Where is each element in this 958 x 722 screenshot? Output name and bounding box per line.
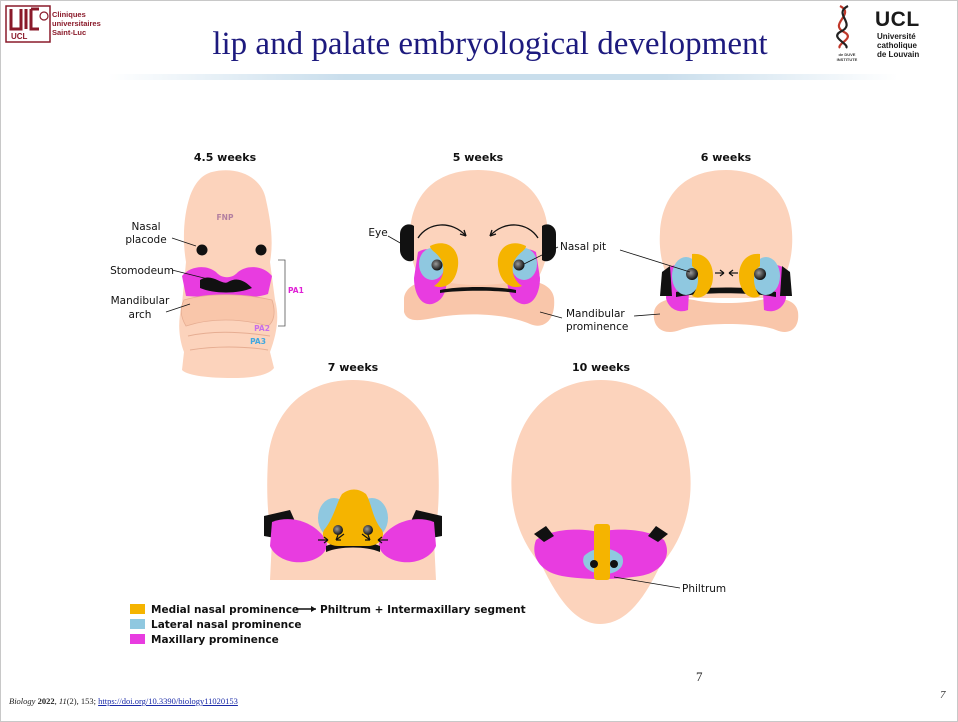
nostril-left-10w — [590, 560, 598, 568]
placode-label: placode — [125, 234, 166, 246]
legend-label-lateral: Lateral nasal prominence — [151, 619, 301, 631]
nasal-pit-right-7w — [363, 525, 373, 535]
nasal-placode-left — [197, 245, 208, 256]
head-10-weeks — [511, 380, 690, 624]
prominence-label: prominence — [566, 321, 628, 333]
philtrum-medial-10w — [594, 524, 610, 580]
legend-swatch-lateral — [130, 619, 145, 629]
legend-arrowhead — [311, 606, 316, 612]
pa1-label: PA1 — [288, 286, 304, 295]
pa3-label: PA3 — [250, 337, 266, 346]
stage-10-weeks: 10 weeks Philtrum — [511, 361, 726, 624]
legend-result: Philtrum + Intermaxillary segment — [320, 604, 526, 616]
arch-label: arch — [129, 309, 152, 321]
mandibular-label: Mandibular — [111, 295, 170, 307]
stage-label-7-weeks: 7 weeks — [328, 361, 379, 374]
stage-label-10-weeks: 10 weeks — [572, 361, 631, 374]
nostril-right-10w — [610, 560, 618, 568]
nasal-pit-label: Nasal pit — [560, 241, 606, 253]
eye-label: Eye — [368, 227, 387, 239]
nasal-pit-right-5w — [514, 260, 525, 271]
stage-label-6-weeks: 6 weeks — [701, 151, 752, 164]
stage-6-weeks: 6 weeks — [654, 151, 798, 332]
citation-rest: (2), 153; — [67, 696, 98, 706]
stage-5-weeks: 5 weeks Eye Nasal pit Mandibular promine… — [368, 151, 628, 333]
stomodeum-label: Stomodeum — [110, 265, 174, 277]
mandibular-label-2: Mandibular — [566, 308, 625, 320]
legend-label-medial: Medial nasal prominence — [151, 604, 299, 616]
legend: Medial nasal prominence Philtrum + Inter… — [130, 604, 526, 646]
fnp-label: FNP — [217, 213, 234, 222]
citation-journal: Biology — [9, 696, 35, 706]
eye-left-6w — [660, 266, 672, 296]
eye-right-5w — [542, 224, 556, 261]
citation-year: 2022 — [38, 696, 55, 706]
philtrum-label: Philtrum — [682, 583, 726, 595]
nasal-pit-right-6w — [754, 268, 766, 280]
nasal-pit-left-6w — [686, 268, 698, 280]
legend-label-maxillary: Maxillary prominence — [151, 634, 279, 646]
eye-pointer — [388, 236, 402, 244]
pa2-label: PA2 — [254, 324, 270, 333]
pa1-bracket — [278, 260, 285, 326]
nasal-pit-left-7w — [333, 525, 343, 535]
page-number-center: 7 — [696, 669, 703, 685]
stage-label-4-5-weeks: 4.5 weeks — [194, 151, 257, 164]
eye-right-6w — [780, 266, 792, 296]
stage-label-5-weeks: 5 weeks — [453, 151, 504, 164]
page-number-right: 7 — [940, 689, 946, 701]
legend-swatch-medial — [130, 604, 145, 614]
nasal-placode-right — [256, 245, 267, 256]
nasal-label: Nasal — [131, 221, 160, 233]
stage-4-5-weeks: 4.5 weeks FNP Nasal placode Stomodeum Ma… — [110, 151, 304, 378]
citation: Biology 2022, 11(2), 153; https://doi.or… — [9, 696, 238, 706]
legend-swatch-maxillary — [130, 634, 145, 644]
citation-volume: 11 — [59, 696, 67, 706]
nasal-pit-left-5w — [432, 260, 443, 271]
citation-doi-link[interactable]: https://doi.org/10.3390/biology11020153 — [98, 696, 238, 706]
eye-left-5w — [400, 224, 414, 261]
stage-7-weeks: 7 weeks — [264, 361, 442, 580]
